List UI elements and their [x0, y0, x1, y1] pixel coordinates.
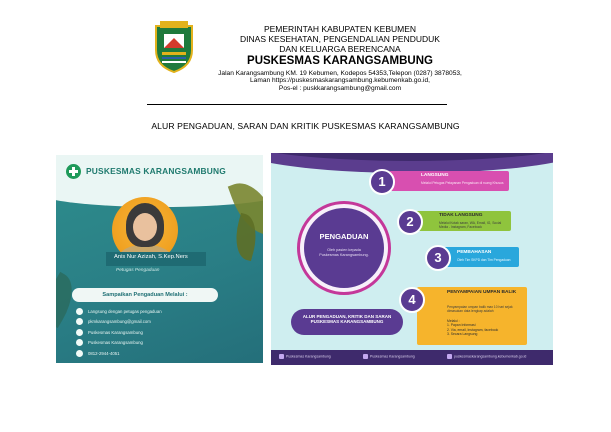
footer-instagram: Puskesmas Karangsambung — [363, 354, 415, 359]
complaint-flow-poster: LANGSUNG Melalui Petugas Pelayanan Penga… — [271, 153, 553, 365]
website-line: Laman https://puskesmaskarangsambung.keb… — [250, 77, 430, 85]
mail-icon — [76, 318, 83, 326]
footer-text: puskesmaskarangsambung.kebumenkab.go.id — [454, 354, 527, 359]
step-1-desc: Melalui Petugas Pelayanan Pengaduan di r… — [421, 181, 504, 185]
feedback-list: Melalui : 1. Papan Informasi 2. Via, ema… — [447, 319, 498, 337]
flow-title-text: ALUR PENGADUAN, KRITIK DAN SARAN PUSKESM… — [302, 314, 392, 325]
gov-line-3: DAN KELUARGA BERENCANA — [279, 44, 401, 55]
poster-footer: Puskesmas Karangsambung Puskesmas Karang… — [271, 350, 553, 365]
person-icon — [76, 308, 83, 315]
header-wave-dark — [271, 153, 553, 161]
step-4-number: 4 — [399, 287, 425, 313]
complaint-officer-poster: PUSKESMAS KARANGSAMBUNG Anis Nur Azizah,… — [56, 155, 263, 363]
feedback-label: Melalui : — [447, 319, 460, 323]
letterhead-divider — [147, 104, 447, 105]
step-2-title: TIDAK LANGSUNG — [439, 213, 483, 218]
channels-title: Sampaikan Pengaduan Melalui : — [72, 288, 218, 302]
step-3-title: PEMBAHASAN — [457, 250, 492, 255]
center-subtitle: Oleh pasien kepada Puskesmas Karangsambu… — [319, 248, 369, 257]
health-cross-icon — [66, 164, 81, 179]
gov-line-2: DINAS KESEHATAN, PENGENDALIAN PENDUDUK — [240, 34, 440, 45]
step-2-number: 2 — [397, 209, 423, 235]
kebumen-regency-logo — [152, 20, 196, 74]
officer-face — [133, 213, 157, 241]
officer-name: Anis Nur Azizah, S.Kep.Ners — [114, 254, 188, 260]
email-line: Pos-el : puskkarangsambung@gmail.com — [278, 85, 402, 93]
step-2-box: TIDAK LANGSUNG Melalui Kotak saran, WA, … — [411, 211, 511, 231]
officer-role: Petugas Pengaduan — [116, 268, 160, 273]
address-line: Jalan Karangsambung KM. 19 Kebumen, Kode… — [218, 69, 462, 77]
step-1-box: LANGSUNG Melalui Petugas Pelayanan Penga… — [389, 171, 509, 191]
gov-line-1: PEMERINTAH KABUPATEN KEBUMEN — [263, 24, 417, 34]
footer-text: Puskesmas Karangsambung — [370, 354, 415, 359]
officer-nameplate — [106, 252, 206, 266]
instagram-icon — [76, 328, 83, 336]
flow-title-pill: ALUR PENGADUAN, KRITIK DAN SARAN PUSKESM… — [291, 309, 403, 335]
feedback-item: 3. Secara Langsung — [447, 332, 478, 337]
step-1-title: LANGSUNG — [421, 173, 449, 178]
step-3-number: 3 — [425, 245, 451, 271]
letterhead-text: PEMERINTAH KABUPATEN KEBUMEN DINAS KESEH… — [205, 24, 475, 93]
facebook-icon — [279, 354, 284, 359]
footer-facebook: Puskesmas Karangsambung — [279, 354, 331, 359]
poster-brand: PUSKESMAS KARANGSAMBUNG — [86, 166, 227, 176]
step-2-desc: Melalui Kotak saran, WA, Email, IG, Soci… — [439, 221, 502, 230]
phone-icon — [76, 349, 83, 357]
step-1-number: 1 — [369, 169, 395, 195]
step-3-box: PEMBAHASAN Oleh Tim SKPD dan Tim Pengadu… — [439, 247, 519, 267]
center-title: PENGADUAN — [319, 232, 369, 241]
globe-icon — [447, 354, 452, 359]
document-title: ALUR PENGADUAN, SARAN DAN KRITIK PUSKESM… — [151, 121, 460, 131]
channel-text: pkmkarangsambung@gmail.com — [88, 319, 151, 325]
feedback-item: 1. Papan Informasi — [447, 323, 476, 328]
channel-text: Puskesmas Karangsambung — [88, 329, 143, 335]
institution-name: PUSKESMAS KARANGSAMBUNG — [247, 55, 433, 68]
channel-text: Puskesmas Karangsambung — [88, 340, 143, 346]
instagram-icon — [363, 354, 368, 359]
step-4-desc: Penyampaian umpan balik max 10 hari seja… — [447, 305, 513, 314]
step-4-title: PENYAMPAIAN UMPAN BALIK — [447, 290, 517, 295]
facebook-icon — [76, 339, 83, 347]
channel-text: 0812-2944-4051 — [88, 350, 120, 356]
channel-text: Langsung dengan petugas pengaduan — [88, 309, 162, 314]
center-circle: PENGADUAN Oleh pasien kepada Puskesmas K… — [304, 208, 384, 288]
footer-website: puskesmaskarangsambung.kebumenkab.go.id — [447, 354, 526, 359]
feedback-item: 2. Via, email, Instagram, facebook — [447, 327, 499, 332]
footer-text: Puskesmas Karangsambung — [286, 354, 331, 359]
step-4-box: PENYAMPAIAN UMPAN BALIK Penyampaian umpa… — [417, 287, 527, 345]
step-3-desc: Oleh Tim SKPD dan Tim Pengaduan — [457, 258, 511, 262]
